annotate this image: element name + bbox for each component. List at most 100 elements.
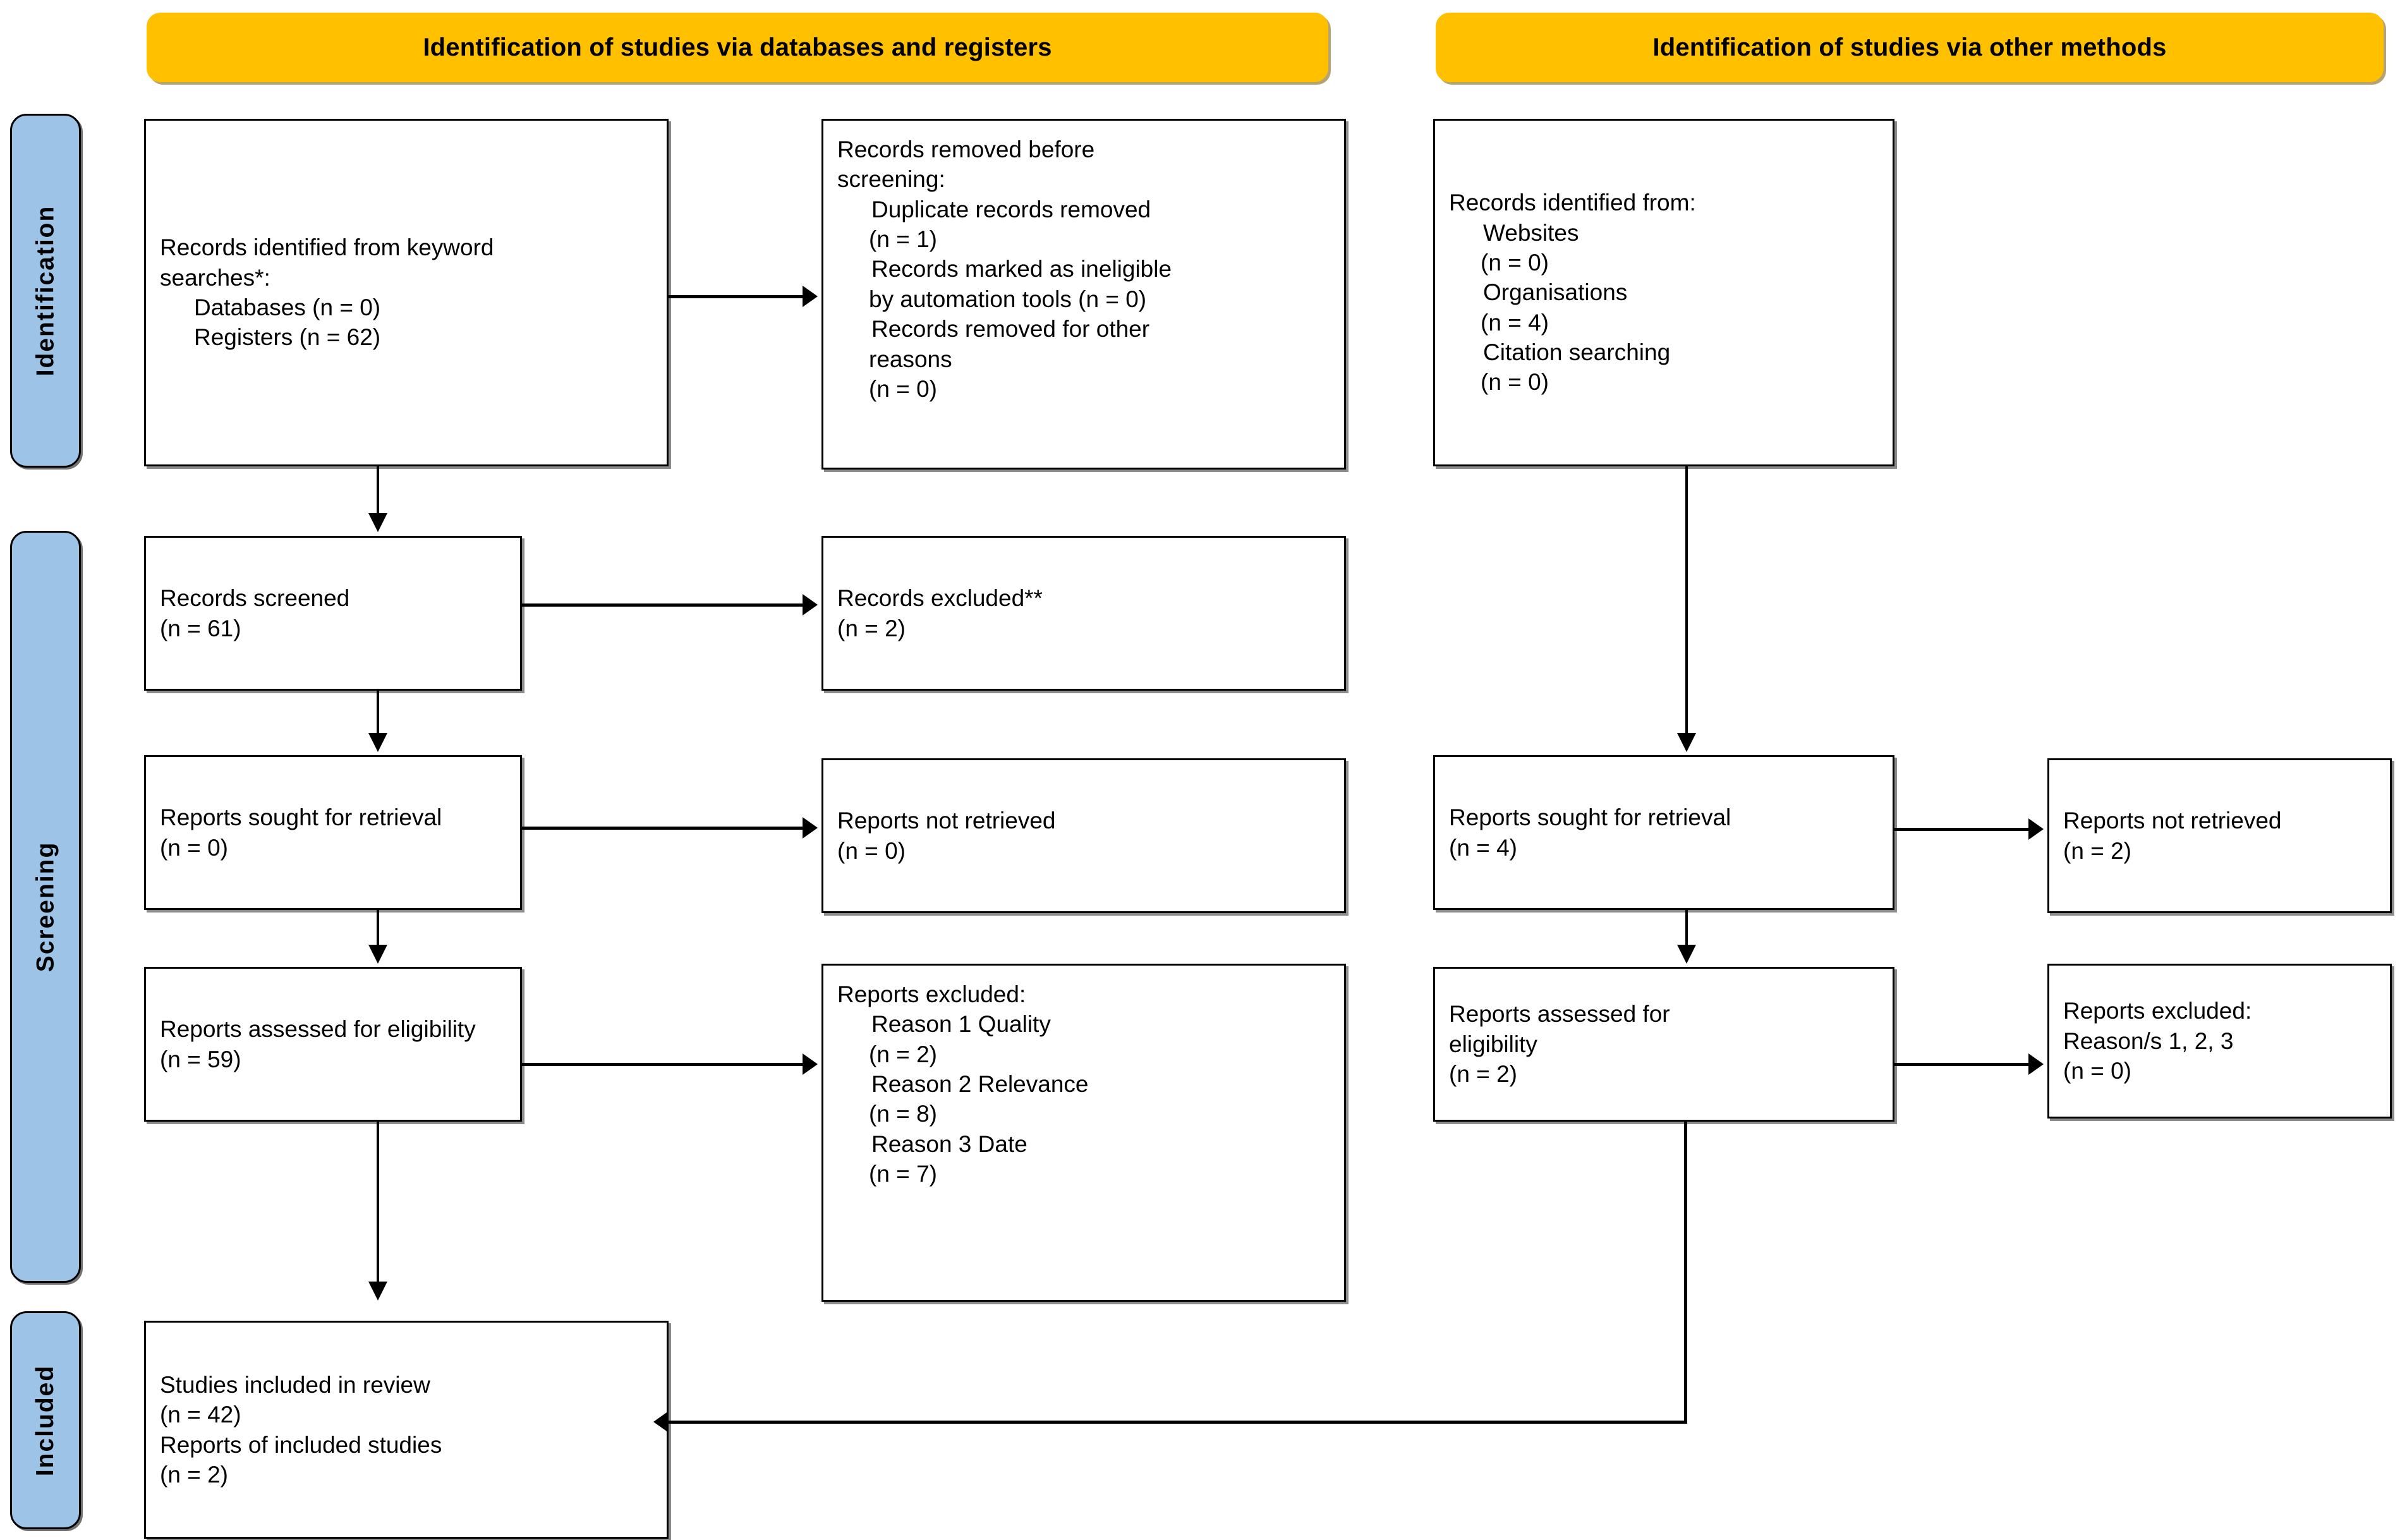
reports-excluded-left-line-3: (n = 2) [869,1041,937,1067]
box-records-identified: Records identified from keyword searches… [144,119,669,466]
records-removed-text-a: Records removed [837,136,1029,162]
reports-excluded-left-line-1: Reports excluded: [837,981,1026,1007]
reports-excluded-left-line-6: Reason 3 Date [871,1131,1027,1157]
reports-not-retrieved-left-line-2: (n = 0) [837,837,906,864]
reports-assessed-right-line-3: (n = 2) [1449,1061,1517,1088]
records-excluded-line-1: Records excluded** [837,585,1043,612]
connector-sought-to-not-retrieved-right [1894,828,2028,831]
stage-included-text: Included [32,1364,59,1476]
stage-label-screening: Screening [10,531,81,1283]
reports-excluded-left-line-2: Reason 1 Quality [871,1011,1051,1038]
box-studies-included: Studies included in review (n = 42) Repo… [144,1321,669,1539]
reports-assessed-left-line-1: Reports assessed for eligibility [160,1016,476,1043]
records-removed-line-6: by automation tools (n = 0) [869,286,1147,312]
studies-included-line-3: Reports of included studies [160,1431,442,1458]
box-reports-assessed-right: Reports assessed for eligibility (n = 2) [1433,967,1894,1122]
studies-included-line-1: Studies included in review [160,1371,430,1398]
stage-label-included: Included [10,1311,81,1529]
stage-screening-text: Screening [32,841,59,973]
records-identified-line-1: Records identified from keyword [160,234,494,261]
reports-assessed-right-line-2: eligibility [1449,1031,1537,1057]
arrowhead-screened-to-sought-left [368,733,387,752]
studies-included-line-2: (n = 42) [160,1402,241,1428]
connector-assessed-right-down [1684,1122,1687,1423]
connector-assessed-to-excluded-right [1894,1063,2028,1066]
reports-excluded-right-line-3: (n = 0) [2063,1058,2131,1084]
box-reports-assessed-left: Reports assessed for eligibility (n = 59… [144,967,522,1122]
arrowhead-assessed-to-excluded-right [2028,1053,2044,1075]
records-removed-line-3: Duplicate records removed [871,196,1151,222]
reports-assessed-left-line-2: (n = 59) [160,1046,241,1072]
records-identified-other-line-5: (n = 4) [1481,309,1549,336]
box-reports-sought-right: Reports sought for retrieval (n = 4) [1433,755,1894,910]
arrowhead-assessed-to-excluded-left [803,1053,818,1075]
records-identified-other-line-2: Websites [1483,219,1579,246]
records-identified-other-line-6: Citation searching [1483,339,1671,366]
connector-screened-to-excluded [522,603,803,607]
arrowhead-sought-to-not-retrieved-left [803,817,818,839]
records-removed-line-5: Records marked as ineligible [871,256,1172,282]
connector-assessed-to-included [377,1122,379,1285]
stage-label-identification: Identification [10,114,81,468]
records-removed-text-screening: screening [837,166,939,193]
reports-assessed-right-line-1: Reports assessed for [1449,1001,1670,1028]
records-removed-text-colon: : [938,166,945,193]
records-removed-line-1: Records removed before [837,135,1330,164]
arrowhead-identified-other-to-sought-right [1677,733,1696,752]
arrowhead-identified-to-removed [803,286,818,307]
box-reports-not-retrieved-right: Reports not retrieved (n = 2) [2047,758,2392,913]
reports-not-retrieved-left-line-1: Reports not retrieved [837,808,1056,834]
reports-excluded-left-line-5: (n = 8) [869,1101,937,1127]
records-identified-other-line-1: Records identified from: [1449,190,1696,216]
box-records-removed: Records removed before screening: Duplic… [821,119,1346,470]
reports-excluded-right-line-2: Reason/s 1, 2, 3 [2063,1028,2234,1054]
records-identified-other-line-3: (n = 0) [1481,249,1549,276]
reports-excluded-left-line-4: Reason 2 Relevance [871,1071,1089,1098]
box-reports-excluded-left: Reports excluded: Reason 1 Quality (n = … [821,964,1346,1302]
records-screened-line-2: (n = 61) [160,615,241,641]
arrowhead-assessed-to-included [368,1282,387,1301]
reports-excluded-right-line-1: Reports excluded: [2063,998,2252,1024]
records-removed-line-8: reasons [869,346,952,372]
reports-excluded-left-line-7: (n = 7) [869,1161,937,1187]
box-records-identified-other: Records identified from: Websites (n = 0… [1433,119,1894,466]
arrowhead-right-to-included [653,1411,669,1433]
records-identified-other-line-7: (n = 0) [1481,369,1549,396]
banner-other-methods: Identification of studies via other meth… [1436,13,2384,82]
connector-sought-to-not-retrieved-left [522,827,803,830]
studies-included-line-4: (n = 2) [160,1461,228,1488]
stage-identification-text: Identification [32,205,59,377]
records-removed-line-7: Records removed for other [871,316,1150,343]
reports-not-retrieved-right-line-1: Reports not retrieved [2063,808,2282,834]
records-identified-other-line-4: Organisations [1483,279,1628,306]
arrowhead-sought-to-not-retrieved-right [2028,818,2044,840]
box-records-screened: Records screened (n = 61) [144,536,522,691]
connector-identified-other-to-sought-right [1685,466,1688,735]
connector-right-to-included-horizontal [669,1421,1687,1424]
arrowhead-screened-to-excluded [803,594,818,615]
box-records-excluded: Records excluded** (n = 2) [821,536,1346,691]
records-removed-line-2: screening: [837,164,1330,194]
box-reports-not-retrieved-left: Reports not retrieved (n = 0) [821,758,1346,913]
arrowhead-sought-to-assessed-right [1677,945,1696,964]
connector-identified-to-removed [669,295,803,298]
connector-sought-to-assessed-right [1685,910,1688,948]
records-screened-line-1: Records screened [160,585,350,612]
records-removed-line-4: (n = 1) [869,226,937,253]
reports-sought-left-line-1: Reports sought for retrieval [160,804,442,831]
records-removed-line-9: (n = 0) [869,375,937,402]
records-removed-text-before: before [1028,136,1095,162]
arrowhead-sought-to-assessed-left [368,945,387,964]
reports-sought-right-line-2: (n = 4) [1449,834,1517,861]
reports-not-retrieved-right-line-2: (n = 2) [2063,837,2131,864]
banner-databases-registers: Identification of studies via databases … [147,13,1328,82]
banner-other-methods-label: Identification of studies via other meth… [1652,33,2167,61]
reports-sought-right-line-1: Reports sought for retrieval [1449,804,1731,831]
banner-databases-registers-label: Identification of studies via databases … [423,33,1052,61]
records-excluded-line-2: (n = 2) [837,615,906,641]
connector-screened-to-sought-left [377,691,379,736]
reports-sought-left-line-2: (n = 0) [160,834,228,861]
connector-assessed-to-excluded-left [522,1063,803,1066]
connector-identified-to-screened [377,466,379,516]
